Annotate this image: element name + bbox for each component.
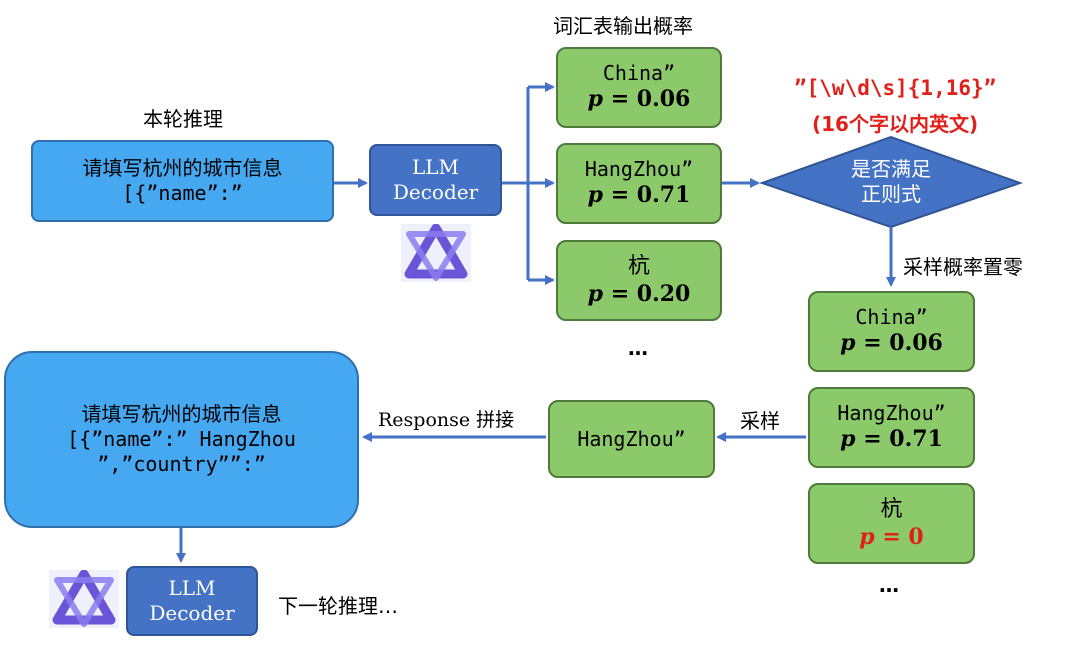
filtered-hang: 杭 p = 0 — [808, 483, 975, 564]
sampled-token-box: HangZhou” — [548, 400, 715, 478]
input-line-2: [{”name”:” — [122, 181, 243, 205]
candidate-china: China” p = 0.06 — [556, 47, 722, 128]
regex-pattern: ”[\w\d\s]{1,16}” — [794, 76, 997, 100]
next-round-label: 下一轮推理… — [278, 594, 398, 618]
candidate-token: HangZhou” — [837, 401, 946, 426]
diamond-line-1: 是否满足 — [851, 157, 931, 181]
candidate-hang: 杭 p = 0.20 — [556, 240, 722, 321]
concat-label: Response 拼接 — [378, 409, 515, 431]
right-ellipsis: … — [879, 573, 899, 597]
diamond-text: 是否满足 正则式 — [820, 149, 962, 215]
result-line-3: ”,”country””:” — [97, 452, 266, 476]
next-llm-decoder-box: LLM Decoder — [126, 566, 258, 636]
candidate-token: China” — [855, 305, 928, 330]
decoder-line-1: LLM — [168, 576, 216, 600]
qwen-logo-icon-bottom — [49, 570, 119, 628]
candidate-token: China” — [602, 61, 676, 86]
candidate-probability: p = 0.20 — [587, 280, 691, 307]
diamond-line-2: 正则式 — [861, 182, 921, 206]
qwen-logo-icon — [401, 224, 471, 282]
filtered-hangzhou: HangZhou” p = 0.71 — [808, 387, 975, 468]
input-prompt-box: 请填写杭州的城市信息 [{”name”:” — [31, 140, 334, 222]
filtered-china: China” p = 0.06 — [808, 291, 975, 372]
round-label: 本轮推理 — [143, 107, 223, 131]
candidate-probability: p = 0.06 — [587, 86, 691, 113]
result-prompt-box: 请填写杭州的城市信息 [{”name”:” HangZhou ”,”countr… — [4, 351, 359, 528]
candidate-token: 杭 — [627, 254, 650, 279]
llm-decoder-box: LLM Decoder — [369, 144, 502, 216]
result-line-2: [{”name”:” HangZhou — [67, 427, 296, 451]
top-ellipsis: … — [628, 336, 648, 360]
candidate-token: HangZhou” — [584, 157, 694, 182]
candidate-probability: p = 0.71 — [587, 182, 691, 209]
candidate-probability-zeroed: p = 0 — [859, 523, 924, 550]
sample-label: 采样 — [740, 409, 780, 433]
regex-note: (16个字以内英文) — [812, 112, 979, 136]
vocab-label: 词汇表输出概率 — [553, 14, 693, 38]
result-line-1: 请填写杭州的城市信息 — [81, 402, 282, 426]
decoder-line-1: LLM — [411, 155, 460, 179]
candidate-token: 杭 — [880, 497, 903, 522]
decoder-line-2: Decoder — [392, 180, 479, 204]
candidate-hangzhou: HangZhou” p = 0.71 — [556, 143, 722, 224]
candidate-probability: p = 0.06 — [840, 330, 943, 357]
decoder-line-2: Decoder — [149, 601, 235, 625]
candidate-probability: p = 0.71 — [840, 426, 943, 453]
input-line-1: 请填写杭州的城市信息 — [82, 156, 283, 180]
regex-check-diamond — [758, 135, 1024, 229]
zero-probability-label: 采样概率置零 — [903, 255, 1023, 279]
sampled-token: HangZhou” — [577, 426, 686, 451]
